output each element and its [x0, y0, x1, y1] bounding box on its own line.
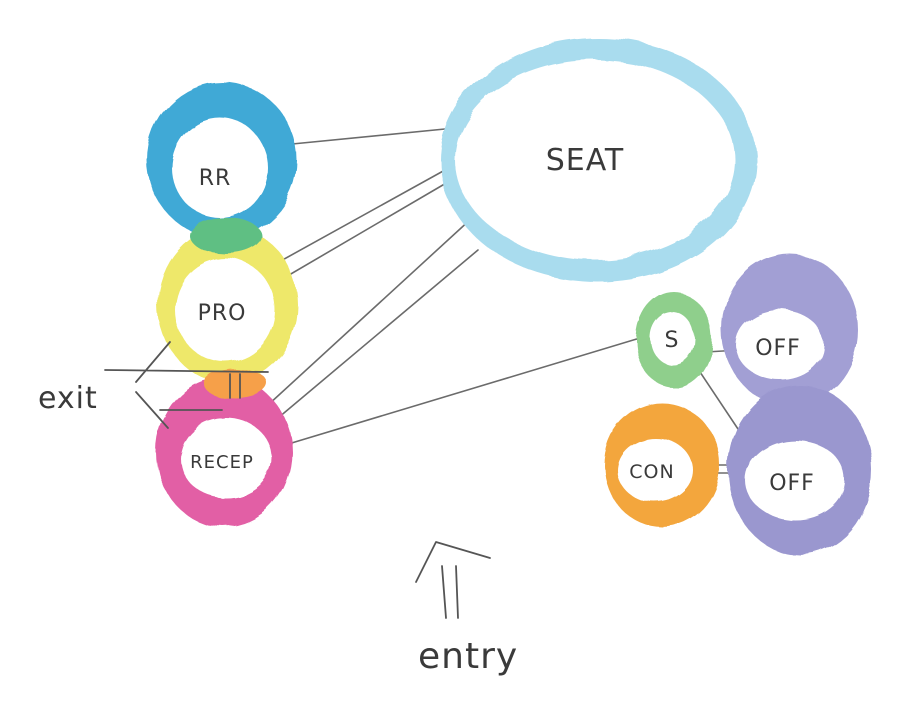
off-upper-label: OFF [755, 336, 801, 361]
seat-bubble-inner [455, 60, 735, 260]
s-label: S [665, 328, 680, 353]
rr-label: RR [199, 166, 232, 191]
off-upper-bubble-inner [736, 310, 824, 380]
entry-arrow-icon [415, 541, 491, 619]
node-con: CON [604, 403, 720, 527]
line-recep-seat-b [277, 249, 479, 419]
line-pro-seat-a [267, 169, 446, 269]
connector-lines [267, 127, 741, 474]
off-lower-label: OFF [769, 471, 815, 496]
s-bubble-inner [650, 312, 694, 364]
recep-label: RECEP [190, 452, 254, 473]
seat-label: SEAT [546, 143, 625, 178]
exit-annotation: exit [38, 341, 269, 429]
node-rr: RR [147, 82, 297, 238]
pro-recep-overlap [204, 369, 268, 399]
node-pro: PRO [158, 218, 298, 383]
exit-marker-upper [104, 341, 269, 383]
line-rr-seat [281, 127, 456, 146]
exit-marker-lower [135, 391, 223, 429]
line-recep-seat-a [267, 217, 473, 406]
exit-door-ticks [229, 373, 241, 399]
node-s: S [636, 292, 712, 388]
con-label: CON [629, 461, 674, 483]
recep-bubble-inner [180, 418, 272, 498]
con-bubble-inner [617, 438, 693, 502]
line-pro-seat-b [271, 181, 449, 286]
line-s-off2 [699, 371, 741, 433]
pro-label: PRO [198, 301, 247, 326]
node-recep: RECEP [156, 369, 292, 527]
pro-bubble-inner [175, 258, 275, 362]
node-off-lower: OFF [728, 385, 872, 555]
entry-label: entry [418, 636, 518, 677]
rr-bubble-inner [172, 118, 268, 218]
rr-pro-overlap [190, 218, 262, 254]
node-off-upper: OFF [722, 254, 858, 406]
off-lower-bubble-inner [745, 440, 845, 520]
line-recep-s [284, 337, 641, 446]
exit-label: exit [38, 381, 98, 416]
entry-annotation: entry [415, 541, 518, 677]
node-seat: SEAT [440, 38, 756, 282]
